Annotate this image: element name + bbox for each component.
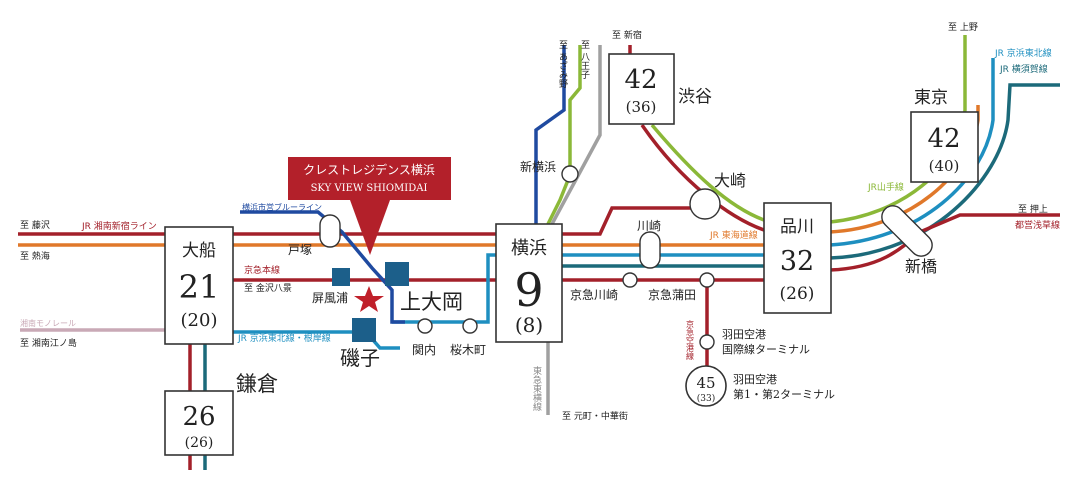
direction-hachioji: 至 八王子	[579, 40, 590, 79]
kawasaki-station	[639, 231, 661, 269]
osaki-station	[689, 188, 721, 220]
direction-ueno: 至 上野	[948, 22, 978, 33]
tokyo-hub-box	[910, 111, 979, 183]
shinagawa-name: 品川	[780, 217, 814, 237]
tokyo-name: 東京	[914, 88, 948, 108]
property-star-icon	[354, 286, 384, 312]
shonan-shinjuku-label: JR 湘南新宿ライン	[81, 220, 157, 232]
shibuya-time: 42	[624, 65, 657, 95]
direction-shinjuku: 至 新宿	[612, 29, 642, 41]
haneda-intl-label-1: 羽田空港	[722, 327, 766, 341]
haneda-t12-circle	[685, 365, 727, 407]
ofuna-name: 大船	[182, 241, 216, 261]
direction-kanazawa-hakkei: 至 金沢八景	[244, 282, 292, 294]
yokosuka-line-east	[829, 83, 1060, 260]
totsuka-station	[319, 214, 341, 248]
keihin-tohoku-east	[829, 58, 995, 247]
tokyu-toyoko-label: 東急東横線	[531, 365, 542, 411]
shonan-shinjuku-line	[18, 206, 692, 236]
yokohama-time-sub: (8)	[515, 313, 543, 337]
banner-subtitle: SKY VIEW SHIOMIDAI	[311, 183, 428, 194]
byobugaura-label: 屏風浦	[312, 291, 348, 305]
isogo-label: 磯子	[340, 346, 380, 370]
tokaido-label: JR 東海道線	[709, 229, 758, 241]
yamanote-line-west	[650, 123, 771, 224]
shimbashi-label: 新橋	[905, 257, 937, 276]
byobugaura-station-square	[332, 268, 350, 286]
haneda-t12-time-sub: (33)	[697, 393, 715, 404]
ofuna-hub-box	[164, 226, 234, 345]
keihin-tohoku-label: JR 京浜東北線	[994, 47, 1052, 59]
yokohama-name: 横浜	[511, 238, 547, 259]
shimbashi-station	[881, 205, 933, 257]
keikyu-airport-label: 京急空港線	[686, 319, 695, 360]
ofuna-time: 21	[179, 268, 220, 306]
direction-motomachi: 至 元町・中華街	[562, 410, 628, 422]
direction-atami: 至 熱海	[20, 250, 50, 262]
yokohama-time: 9	[514, 263, 543, 317]
kamakura-hub-box	[164, 390, 234, 456]
keikyu-main-label: 京急本線	[244, 264, 280, 276]
tokyu-toyoko-line	[546, 45, 602, 415]
property-banner: クレストレジデンス横浜 SKY VIEW SHIOMIDAI	[288, 157, 451, 255]
haneda-t12-label-2: 第1・第2ターミナル	[733, 387, 835, 401]
yokohama-line-green	[546, 45, 582, 225]
sakuragicho-label: 桜木町	[450, 343, 486, 357]
tokyo-time-sub: (40)	[929, 157, 960, 175]
haneda-t12-time: 45	[696, 374, 715, 392]
keikyu-kamata-label: 京急蒲田	[648, 287, 696, 302]
shonan-monorail-label: 湘南モノレール	[20, 318, 76, 328]
keihin-negishi-label: JR 京浜東北線・根岸線	[237, 332, 331, 344]
haneda-t12-label-1: 羽田空港	[733, 372, 777, 386]
yokosuka-label: JR 横須賀線	[999, 63, 1048, 75]
direction-fujisawa: 至 藤沢	[20, 219, 50, 231]
banner-title: クレストレジデンス横浜	[303, 162, 435, 177]
shibuya-hub-box	[608, 53, 675, 125]
kawasaki-label: 川崎	[637, 219, 661, 233]
sakuragicho-station	[462, 318, 478, 334]
shinagawa-time: 32	[780, 246, 814, 277]
tokyo-time: 42	[927, 124, 960, 154]
shinagawa-hub-box	[763, 202, 832, 314]
negishi-loop	[392, 253, 500, 324]
kamakura-name: 鎌倉	[236, 372, 278, 396]
shin-yokohama-station	[561, 165, 579, 183]
blue-line-north	[534, 45, 566, 224]
ofuna-time-sub: (20)	[181, 310, 218, 331]
kamakura-time-sub: (26)	[185, 435, 214, 451]
haneda-intl-station	[699, 334, 715, 350]
blue-line-subway	[240, 210, 405, 324]
keikyu-kamata-station	[699, 272, 715, 288]
osaki-label: 大崎	[714, 171, 746, 190]
direction-azamino: 至 あざみ野	[557, 40, 568, 88]
yamanote-label: JR山手線	[867, 181, 904, 193]
kannai-label: 関内	[412, 343, 436, 357]
direction-shonan-enoshima: 至 湘南江ノ島	[20, 337, 77, 349]
keikyu-kawasaki-station	[622, 272, 638, 288]
blue-line-label: 横浜市営ブルーライン	[242, 202, 322, 212]
shin-yokohama-label: 新横浜	[520, 159, 556, 174]
direction-oshiage: 至 押上	[1018, 203, 1048, 215]
kannai-station	[417, 318, 433, 334]
asakusa-label: 都営浅草線	[1015, 219, 1060, 231]
kamakura-time: 26	[182, 402, 215, 432]
shinagawa-time-sub: (26)	[780, 284, 815, 304]
yokohama-hub-box	[495, 223, 563, 343]
totsuka-label: 戸塚	[288, 243, 312, 257]
haneda-intl-label-2: 国際線ターミナル	[722, 342, 810, 356]
keikyu-kawasaki-label: 京急川崎	[570, 287, 618, 302]
kamiooka-label: 上大岡	[400, 290, 463, 314]
isogo-station-square	[352, 318, 376, 342]
kamiooka-station-square	[385, 262, 409, 286]
shibuya-time-sub: (36)	[626, 98, 657, 116]
shibuya-name: 渋谷	[678, 87, 712, 107]
